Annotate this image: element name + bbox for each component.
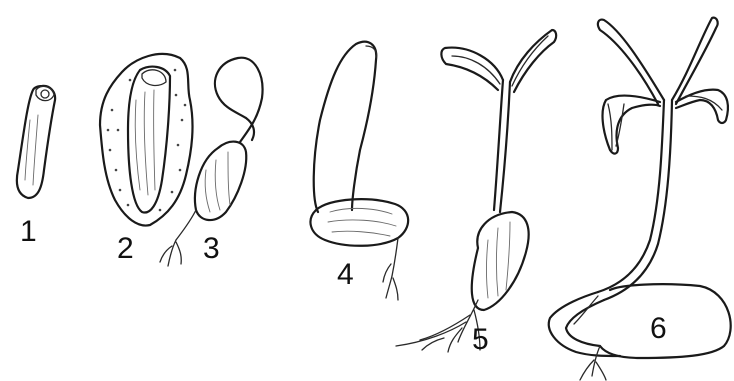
stage-6-mature-seedling [549, 18, 731, 380]
stage-1-seed [17, 86, 55, 198]
stage-label-4: 4 [337, 258, 354, 291]
soil-dots [107, 69, 187, 212]
stage-5-seedling [396, 30, 556, 352]
stage-4-hypocotyl-hook [310, 42, 408, 300]
stage-label-2: 2 [117, 232, 134, 265]
stage-label-1: 1 [20, 215, 37, 248]
stage-2-imbibed-seed [100, 54, 193, 226]
stage-label-3: 3 [203, 232, 220, 265]
stage-label-5: 5 [472, 323, 489, 356]
stage-label-6: 6 [650, 312, 667, 345]
